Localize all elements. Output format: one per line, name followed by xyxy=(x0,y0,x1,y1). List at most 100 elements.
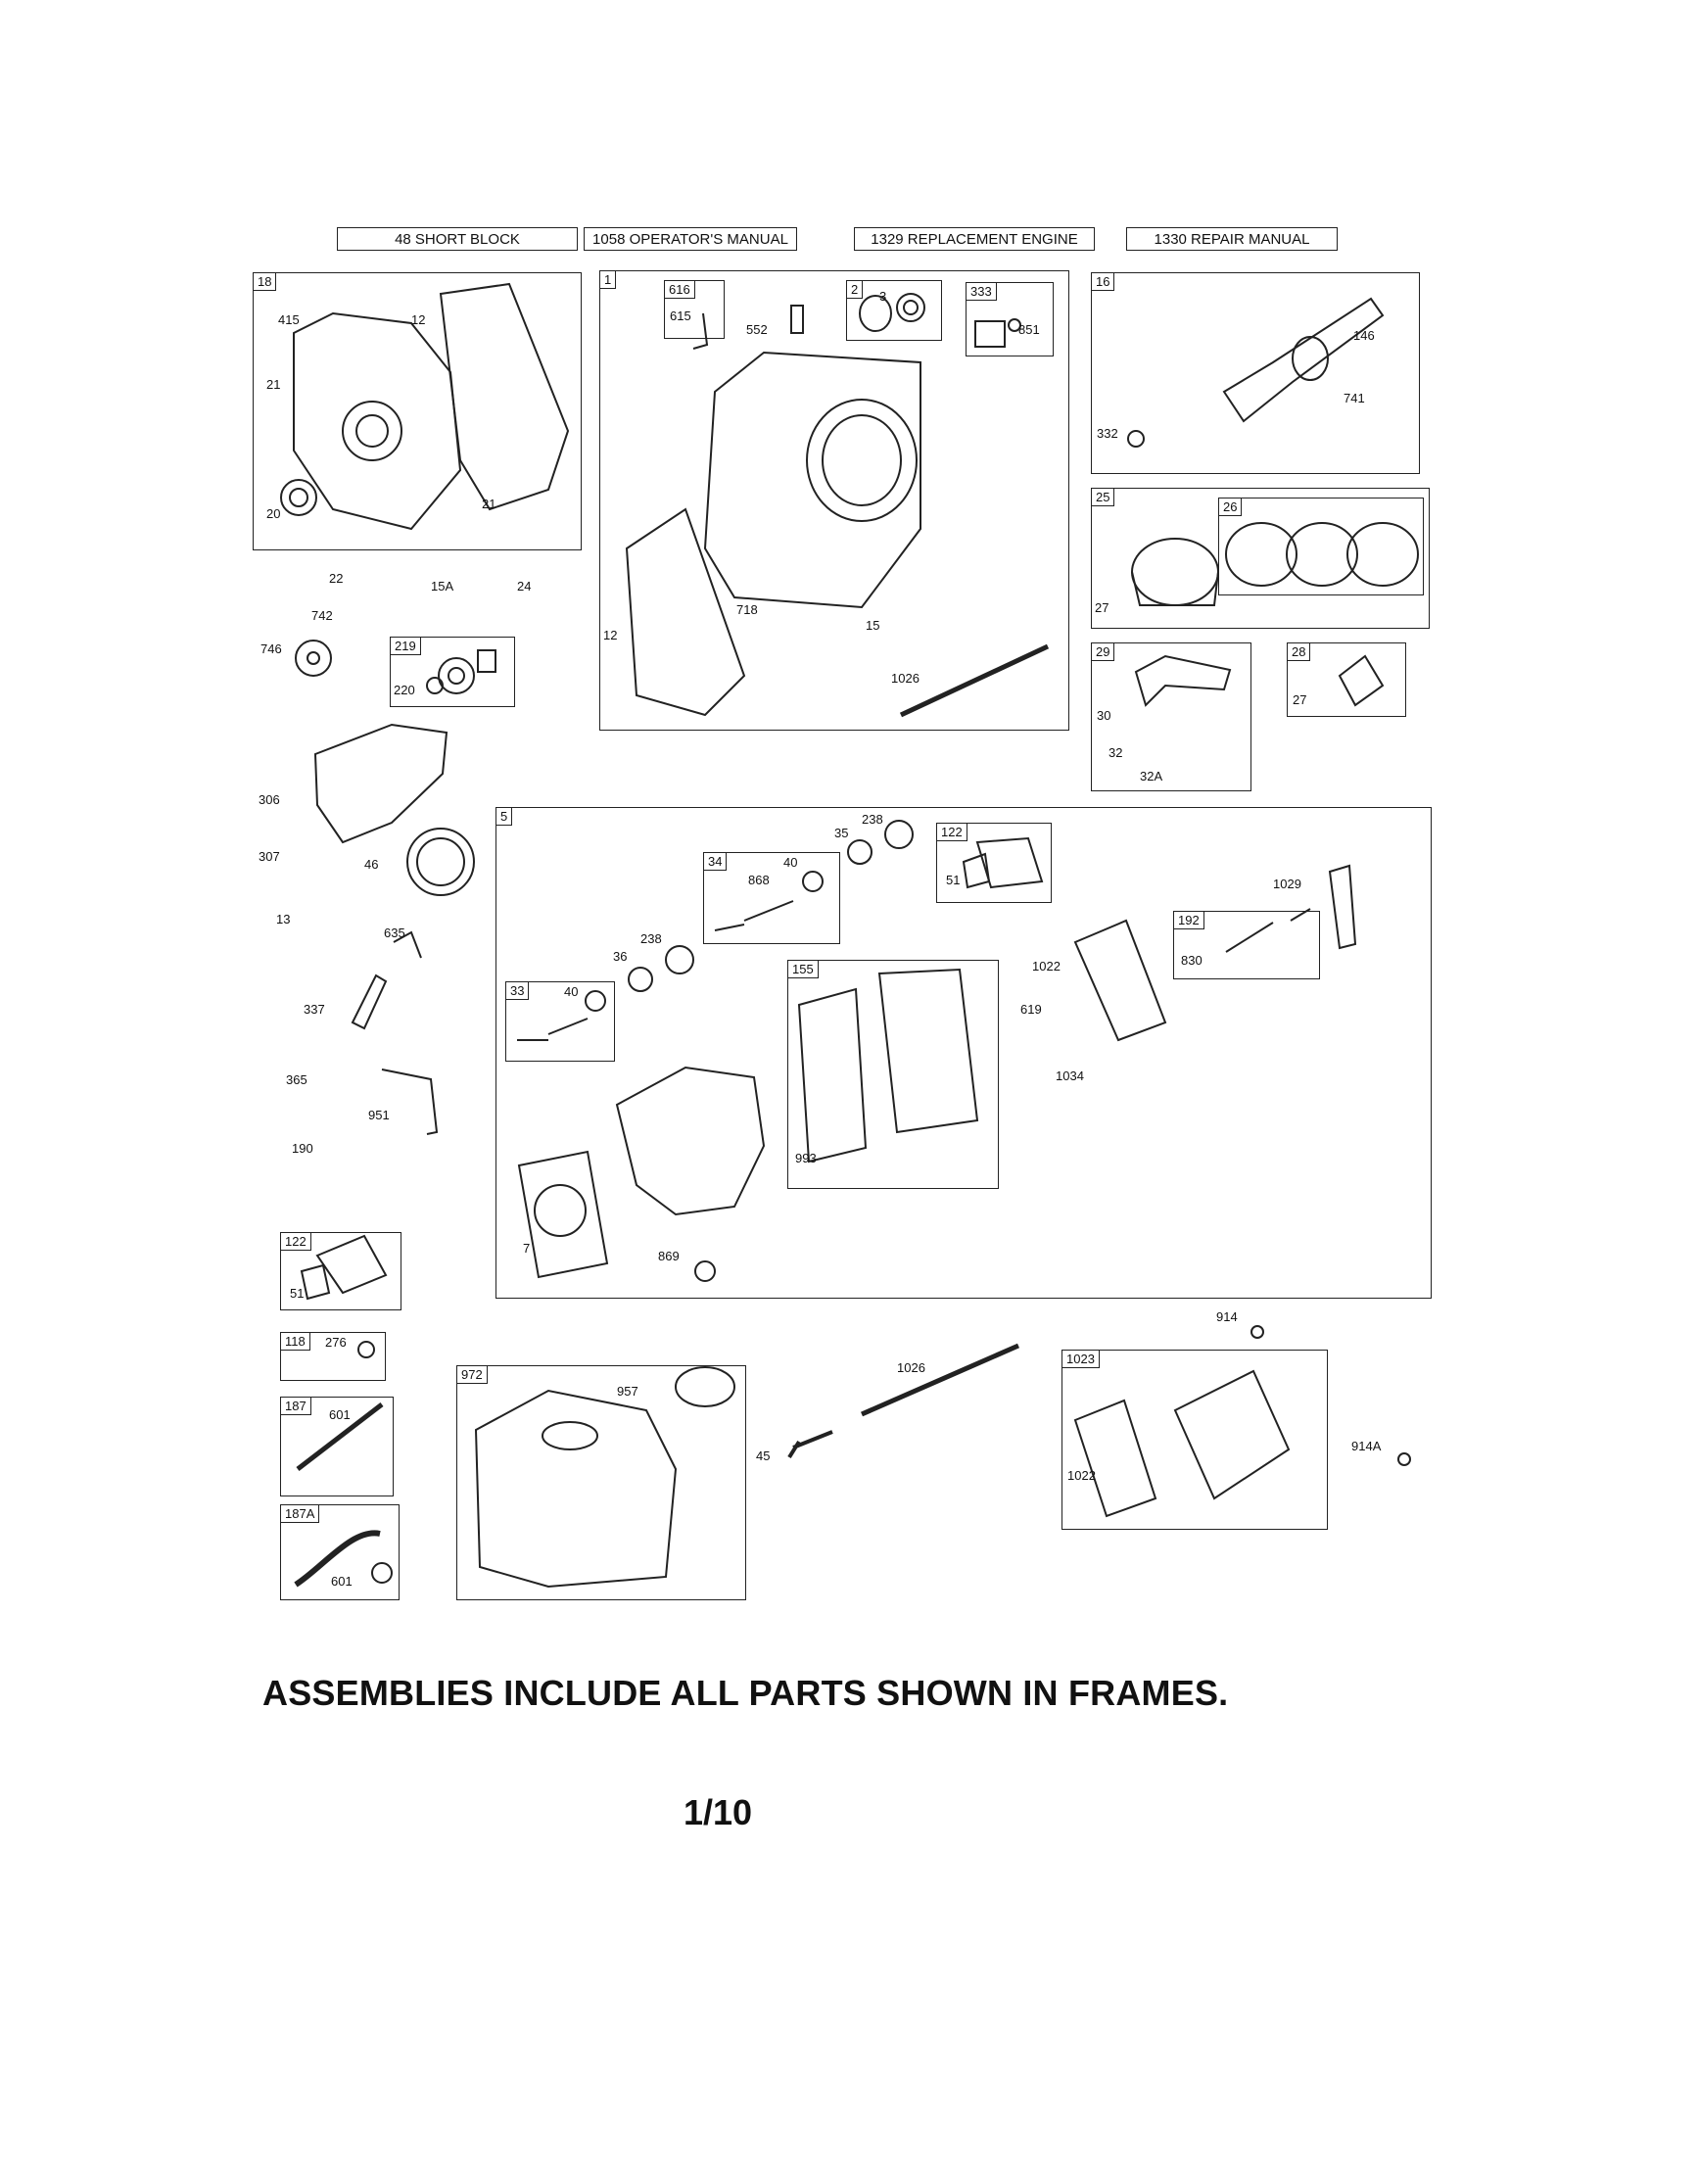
part-label: 851 xyxy=(1018,322,1040,337)
elbow-635-drawing xyxy=(393,930,422,959)
part-label: 332 xyxy=(1097,426,1118,441)
spring-36-drawing xyxy=(628,967,653,992)
part-label: 276 xyxy=(325,1335,347,1350)
part-label: 190 xyxy=(292,1141,313,1156)
hose-601-drawing xyxy=(294,1530,381,1588)
repair-manual-header: 1330 REPAIR MANUAL xyxy=(1126,227,1338,251)
valve-cover-drawing xyxy=(1173,1369,1291,1500)
valve-34-drawing xyxy=(714,900,794,931)
frame-972: 972 xyxy=(456,1365,746,1600)
frame-2: 2 xyxy=(846,280,942,341)
lifter-45-drawing xyxy=(787,1430,833,1459)
piston-drawing xyxy=(1131,538,1219,606)
page-number: 1/10 xyxy=(684,1792,753,1832)
line-601-drawing xyxy=(296,1402,384,1471)
part-label: 993 xyxy=(795,1151,817,1165)
crankcase-cover-drawing xyxy=(293,311,462,531)
spring-35-drawing xyxy=(847,839,873,865)
part-label: 869 xyxy=(658,1249,680,1263)
frame-tag: 25 xyxy=(1092,489,1115,506)
rocker-stud-830-drawing xyxy=(1225,908,1311,953)
part-label: 24 xyxy=(517,579,532,593)
frame-18: 18 xyxy=(253,272,582,550)
blower-housing-drawing xyxy=(313,723,448,844)
part-label: 615 xyxy=(670,309,691,323)
intake-adapter-122-drawing xyxy=(975,836,1044,889)
seal-869-drawing xyxy=(694,1260,716,1282)
frame-1: 1 xyxy=(599,270,1069,731)
part-label: 601 xyxy=(331,1574,353,1589)
part-label: 15 xyxy=(866,618,880,633)
frame-29: 29 xyxy=(1091,642,1251,791)
part-label: 741 xyxy=(1344,391,1365,405)
part-label: 45 xyxy=(756,1448,771,1463)
footer-note: ASSEMBLIES INCLUDE ALL PARTS SHOWN IN FR… xyxy=(262,1673,1229,1713)
cylinder-bore-drawing xyxy=(806,399,918,522)
frame-122-upper: 122 xyxy=(936,823,1052,903)
frame-192: 192 xyxy=(1173,911,1320,979)
bearing-bore-drawing xyxy=(342,401,402,461)
tank-neck-drawing xyxy=(542,1421,598,1450)
frame-16: 16 xyxy=(1091,272,1420,474)
part-label: 552 xyxy=(746,322,768,337)
frame-tag: 16 xyxy=(1092,273,1115,291)
operators-manual-header: 1058 OPERATOR'S MANUAL xyxy=(584,227,797,251)
part-label: 635 xyxy=(384,926,405,940)
part-label: 742 xyxy=(311,608,333,623)
part-label: 32A xyxy=(1140,769,1163,783)
part-label: 914 xyxy=(1216,1309,1238,1324)
frame-tag: 155 xyxy=(788,961,819,978)
frame-28: 28 xyxy=(1287,642,1406,717)
part-label: 619 xyxy=(1020,1002,1042,1017)
part-label: 40 xyxy=(783,855,798,870)
frame-tag: 333 xyxy=(967,283,997,301)
part-label: 1022 xyxy=(1067,1468,1096,1483)
frame-tag: 122 xyxy=(937,824,967,841)
part-label: 1022 xyxy=(1032,959,1061,973)
part-label: 365 xyxy=(286,1072,307,1087)
frame-tag: 2 xyxy=(847,281,864,299)
piston-pin-drawing xyxy=(1338,654,1385,707)
frame-tag: 33 xyxy=(506,982,530,1000)
frame-tag: 616 xyxy=(665,281,695,299)
head-gasket-7-drawing xyxy=(517,1150,609,1279)
dowel-552-drawing xyxy=(790,305,804,334)
crankshaft-drawing xyxy=(1222,297,1385,423)
frame-tag: 29 xyxy=(1092,643,1115,661)
part-label: 951 xyxy=(368,1108,390,1122)
frame-tag: 122 xyxy=(281,1233,311,1251)
frame-34: 34 xyxy=(703,852,840,944)
frame-tag: 192 xyxy=(1174,912,1204,929)
frame-tag: 18 xyxy=(254,273,277,291)
tube-615-drawing xyxy=(692,312,709,350)
sleeve-2-drawing xyxy=(859,295,892,332)
part-label: 415 xyxy=(278,312,300,327)
part-label: 51 xyxy=(290,1286,305,1301)
screw-914-drawing xyxy=(1250,1325,1264,1339)
part-label: 46 xyxy=(364,857,379,872)
part-label: 27 xyxy=(1095,600,1109,615)
valve-33-drawing xyxy=(517,1018,589,1041)
frame-tag: 5 xyxy=(496,808,513,826)
part-label: 51 xyxy=(946,873,961,887)
gasket-12-block-drawing xyxy=(625,507,746,717)
part-label: 21 xyxy=(482,497,496,511)
screw-914A-drawing xyxy=(1397,1452,1411,1466)
spark-plug-337-drawing xyxy=(351,973,388,1030)
part-label: 306 xyxy=(259,792,280,807)
cylinder-block-drawing xyxy=(703,351,921,609)
gear-746-drawing xyxy=(295,640,332,677)
frame-187: 187 xyxy=(280,1397,394,1496)
part-label: 238 xyxy=(640,931,662,946)
fitting-276-drawing xyxy=(357,1341,375,1358)
frame-tag: 1023 xyxy=(1062,1351,1100,1368)
frame-tag: 26 xyxy=(1219,499,1243,516)
frame-tag: 187 xyxy=(281,1398,311,1415)
frame-118: 118 xyxy=(280,1332,386,1381)
part-label: 12 xyxy=(411,312,426,327)
nut-332-drawing xyxy=(1127,430,1145,448)
part-label: 1029 xyxy=(1273,877,1301,891)
gasket-12-drawing xyxy=(439,282,570,511)
